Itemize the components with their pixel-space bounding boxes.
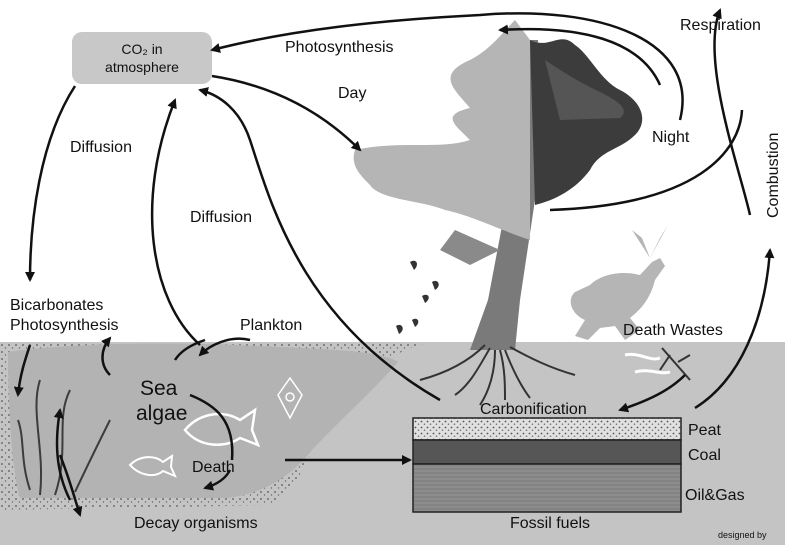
- coal-layer: [413, 440, 681, 464]
- respiration-label: Respiration: [680, 17, 761, 34]
- plankton-label: Plankton: [240, 317, 302, 334]
- peat-label: Peat: [688, 422, 721, 439]
- death-label: Death: [192, 459, 235, 476]
- diffusion-left-label: Diffusion: [70, 139, 132, 156]
- designed-by-label: designed by: [718, 530, 767, 540]
- combustion-label: Combustion: [765, 133, 782, 218]
- arrow-diffusion-down: [30, 86, 75, 280]
- arrow-combustion: [714, 10, 750, 215]
- diffusion-center-label: Diffusion: [190, 209, 252, 226]
- day-label: Day: [338, 85, 366, 102]
- sea-label: Sea: [140, 377, 178, 400]
- decay-organisms-label: Decay organisms: [134, 515, 258, 532]
- photosynthesis-sea-label: Photosynthesis: [10, 317, 119, 334]
- fossil-fuel-layers: [413, 418, 681, 512]
- death-wastes-label: Death Wastes: [623, 322, 723, 339]
- oil-gas-layer: [413, 464, 681, 512]
- fossil-fuels-label: Fossil fuels: [510, 515, 590, 532]
- coal-label: Coal: [688, 447, 721, 464]
- night-label: Night: [652, 129, 690, 146]
- co2-label-line1: CO₂ in: [121, 41, 162, 57]
- photosynthesis-label: Photosynthesis: [285, 39, 394, 56]
- oil-gas-label: Oil&Gas: [685, 487, 745, 504]
- bicarbonates-label: Bicarbonates: [10, 297, 103, 314]
- falling-leaves-icon: [396, 261, 439, 334]
- co2-box: [72, 32, 212, 84]
- carbonification-label: Carbonification: [480, 401, 587, 418]
- co2-label-line2: atmosphere: [105, 59, 179, 75]
- peat-layer: [413, 418, 681, 440]
- algae-label: algae: [136, 402, 187, 425]
